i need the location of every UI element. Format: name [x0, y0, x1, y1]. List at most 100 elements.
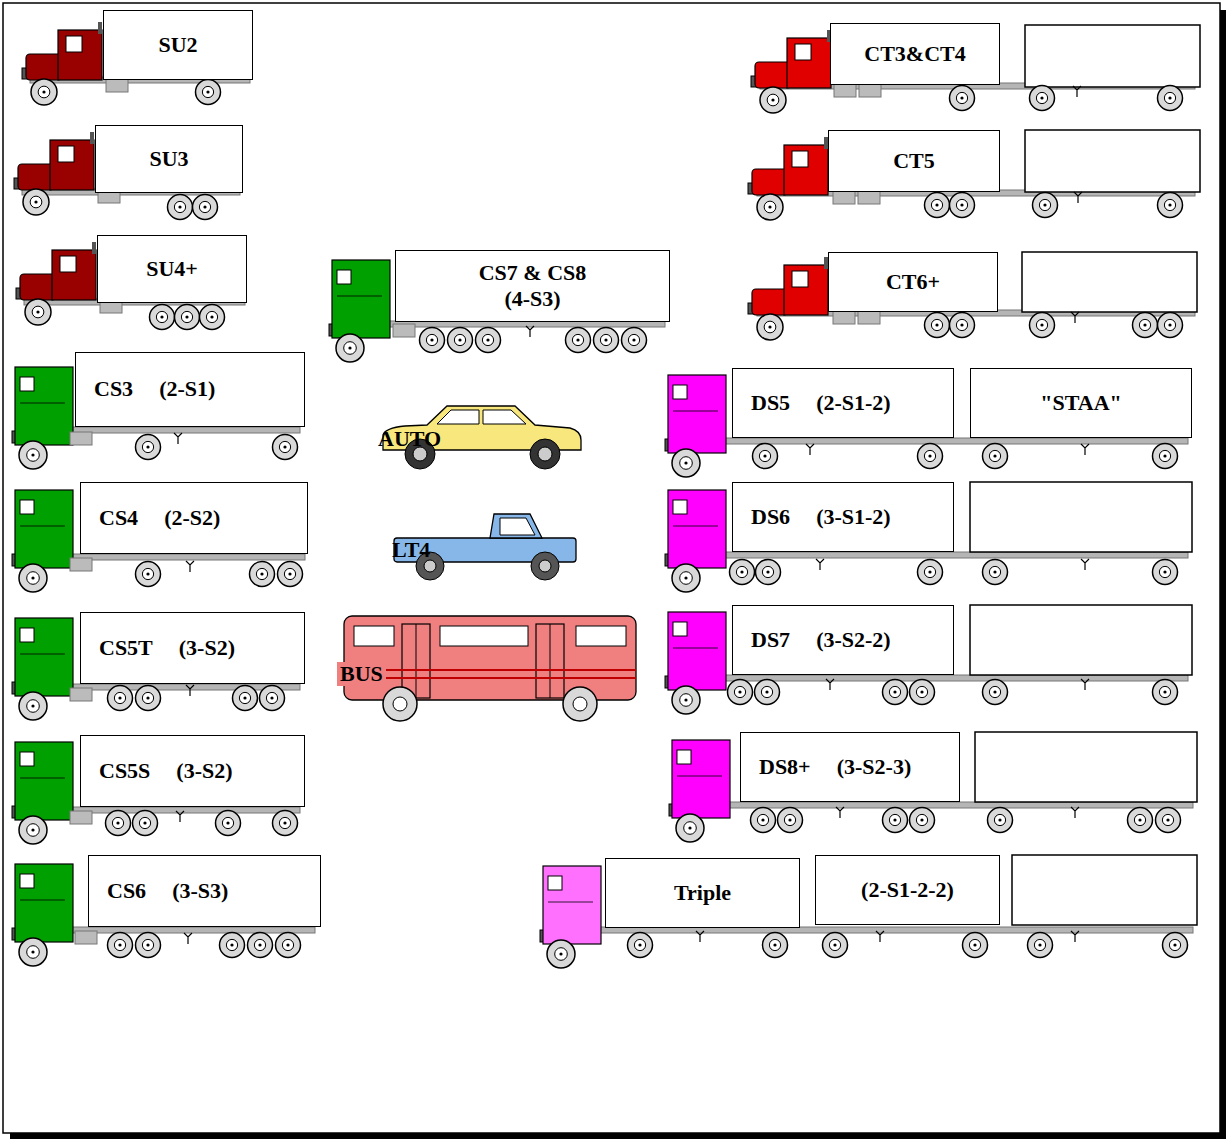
trailer-box: DS8+(3-S2-3) [740, 732, 960, 802]
wheel-hub [1164, 92, 1175, 103]
trailer-body [970, 605, 1192, 675]
wheel-hub [143, 821, 146, 824]
car-window [483, 410, 526, 424]
wheel-hub [771, 98, 774, 101]
coupling-pin [1071, 807, 1079, 818]
bus-door [550, 624, 551, 698]
cab-seam [20, 900, 65, 901]
wheel-hub [142, 692, 153, 703]
wheel [196, 80, 221, 105]
fuel-tank [858, 191, 880, 204]
truck-cab [52, 250, 96, 300]
wheel-hub [112, 817, 123, 828]
wheel [1133, 313, 1158, 338]
truck-cab [15, 490, 73, 568]
trailer-body [975, 732, 1197, 802]
wheel [883, 808, 908, 833]
truck-hood [20, 274, 56, 300]
wheel-hub [680, 457, 693, 470]
cab-window [673, 385, 687, 399]
wheel [778, 808, 803, 833]
vehicle-class-label: (3-S2) [176, 759, 232, 783]
wheel-hub [27, 824, 40, 837]
trailer-box: CT6+ [828, 252, 998, 312]
wheel [983, 444, 1008, 469]
wheel-hub [1159, 686, 1170, 697]
vehicle-class-label: CS7 & CS8 [479, 261, 587, 285]
vehicle-class-label: (3-S3) [172, 879, 228, 903]
wheel-hub [270, 696, 273, 699]
wheel [19, 564, 47, 592]
wheel-hub [989, 686, 1000, 697]
bus-stripe [344, 677, 636, 679]
wheel-hub [156, 311, 167, 322]
wheel [672, 686, 700, 714]
trailer-box: CT5 [828, 130, 1000, 192]
wheel-hub [31, 453, 34, 456]
coupling-pin [1073, 86, 1081, 97]
wheel-hub [761, 818, 764, 821]
vehicle-class-label: (2-S2) [164, 506, 220, 530]
wheel [336, 334, 364, 362]
wheel [1158, 86, 1183, 111]
wheel-hub [684, 576, 687, 579]
wheel-hub [206, 90, 209, 93]
wheel-hub [243, 696, 246, 699]
wheel-hub [260, 572, 263, 575]
vehicle-class-label: (3-S2-2) [816, 628, 891, 652]
wheel-hub [286, 943, 289, 946]
wheel-hub [279, 441, 290, 452]
trailer-box: CT3&CT4 [830, 23, 1000, 85]
trailer-body [1025, 130, 1200, 192]
coupling-pin [696, 931, 704, 942]
wheel-hub [634, 939, 645, 950]
wheel [950, 193, 975, 218]
trailer-box: SU3 [95, 125, 243, 193]
wheel [910, 808, 935, 833]
wheel [628, 933, 653, 958]
wheel-hub [430, 338, 433, 341]
wheel-hub [628, 334, 639, 345]
truck-cab [668, 612, 726, 690]
wheel-hub [1166, 818, 1169, 821]
wheel [988, 808, 1013, 833]
wheel-hub [1134, 814, 1145, 825]
trailer-box: Triple [605, 858, 800, 928]
bus-window [576, 626, 626, 646]
wheel-hub [889, 814, 900, 825]
wheel-hub [146, 572, 149, 575]
vehicle-shape: LT4 [390, 508, 580, 583]
wheel [950, 86, 975, 111]
cab-window [66, 36, 82, 52]
wheel-hub [27, 700, 40, 713]
wheel [751, 808, 776, 833]
wheel-hub [226, 821, 229, 824]
wheel-hub [738, 690, 741, 693]
wheel [248, 933, 273, 958]
cab-window [673, 500, 687, 514]
wheel-hub [763, 454, 766, 457]
cab-window [20, 377, 34, 391]
wheel-hub [994, 814, 1005, 825]
wheel-hub [680, 694, 693, 707]
wheel [136, 686, 161, 711]
wheel-hub [893, 690, 896, 693]
wheel [530, 439, 560, 469]
fuel-tank [70, 558, 92, 571]
truck-cab [15, 618, 73, 696]
fuel-tank [833, 311, 855, 324]
bus-door [416, 624, 417, 698]
wheel [983, 680, 1008, 705]
pickup-window [500, 518, 535, 535]
car-window [437, 410, 479, 424]
wheel-hub [226, 939, 237, 950]
trailer-box: CS5T(3-S2) [80, 612, 305, 684]
coupling-pin [184, 933, 192, 944]
cab-seam [673, 411, 718, 412]
wheel-hub [1168, 323, 1171, 326]
wheel-hub [960, 96, 963, 99]
wheel-hub [935, 203, 938, 206]
truck-cab [784, 145, 828, 195]
coupling-pin [1081, 679, 1089, 690]
vehicle-class-label: AUTO [378, 427, 441, 451]
